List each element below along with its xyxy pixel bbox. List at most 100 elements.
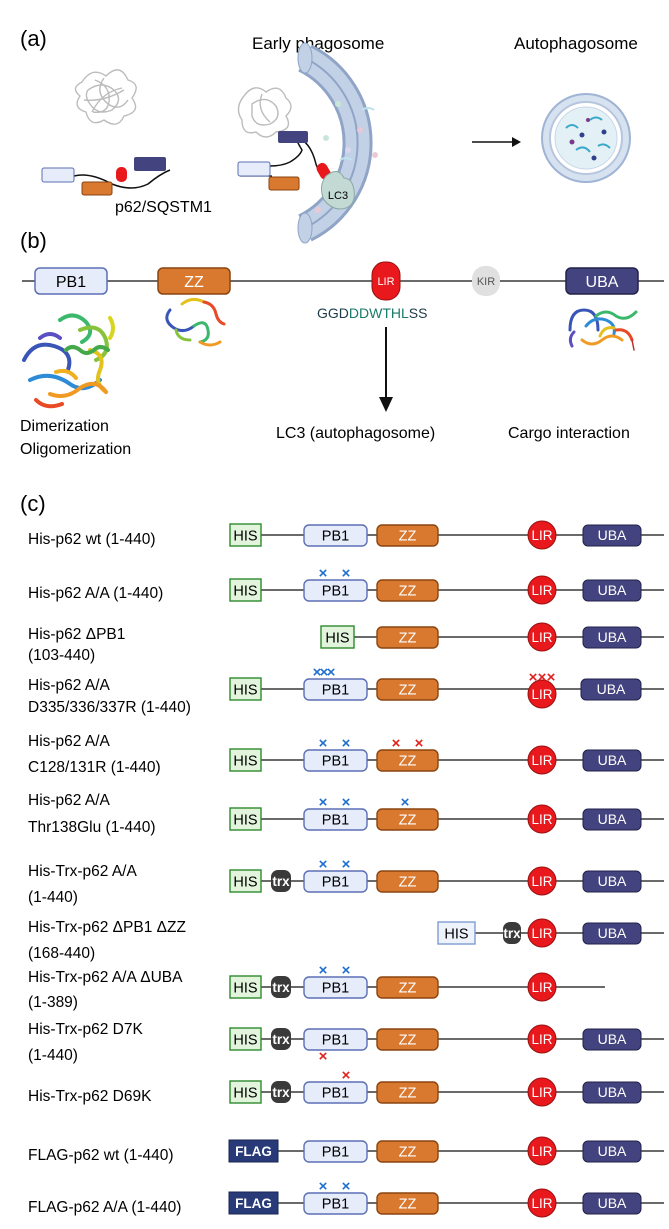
pb1-label: PB1 — [322, 1086, 349, 1102]
zz-domain — [376, 626, 439, 649]
construct-label: (1-440) — [28, 889, 78, 906]
mutation-mark-icon: × — [392, 735, 401, 752]
lir-motif — [527, 622, 557, 652]
zz-label: ZZ — [399, 813, 417, 829]
lir-label: LIR — [531, 630, 552, 645]
pb1-label: PB1 — [56, 274, 86, 291]
lir-motif — [527, 972, 557, 1002]
zz-domain — [376, 749, 439, 772]
his-tag-label: HIS — [233, 1086, 257, 1102]
zz-structure-image — [165, 297, 226, 347]
construct-label: (1-389) — [28, 994, 78, 1011]
construct-label: His-p62 A/A — [28, 733, 111, 750]
uba-domain — [582, 626, 642, 649]
lc3-label: LC3 — [328, 190, 348, 202]
construct-label: His-Trx-p62 A/A — [28, 863, 137, 880]
his-tag-label: HIS — [233, 584, 257, 600]
lir-motif — [527, 1188, 557, 1218]
construct-label: His-Trx-p62 A/A ΔUBA — [28, 969, 183, 986]
mutation-mark-icon: × — [313, 664, 322, 681]
mutation-mark-icon: × — [319, 565, 328, 582]
zz-label: ZZ — [399, 754, 417, 770]
zz-domain — [376, 1081, 439, 1104]
his-tag — [229, 975, 262, 999]
uba-domain — [582, 579, 642, 602]
his-tag — [437, 921, 476, 945]
pb1-domain — [303, 808, 368, 831]
mutation-mark-icon: × — [319, 856, 328, 873]
lir-label: LIR — [377, 276, 394, 288]
lir-motif — [527, 520, 557, 550]
pb1-label: PB1 — [322, 875, 349, 891]
his-tag-label: HIS — [325, 631, 349, 647]
his-tag — [229, 677, 262, 701]
uba-label: UBA — [598, 873, 627, 889]
uba-label: UBA — [598, 1031, 627, 1047]
mutation-mark-icon: × — [547, 669, 556, 686]
uba-domain — [582, 524, 642, 547]
uba-label: UBA — [598, 527, 627, 543]
p62-schematic: p62/SQSTM1 — [41, 157, 212, 216]
panel-a: (a) Early phagosome Autophagosome p62/SQ… — [20, 26, 638, 244]
lir-domain — [371, 261, 401, 301]
pb1-label: PB1 — [322, 529, 349, 545]
pb1-label: PB1 — [322, 584, 349, 600]
zz-label: ZZ — [399, 631, 417, 647]
arrow-down-icon — [379, 397, 393, 412]
construct-label: His-Trx-p62 D69K — [28, 1088, 152, 1105]
uba-domain — [565, 267, 639, 295]
uba-label: UBA — [586, 274, 619, 291]
trx-tag-label: trx — [503, 926, 521, 941]
zz-label: ZZ — [399, 1086, 417, 1102]
lir-motif — [527, 1024, 557, 1054]
pb1-label: PB1 — [322, 1197, 349, 1213]
pb1-structure-image — [22, 313, 115, 409]
zz-label: ZZ — [399, 1033, 417, 1049]
uba-domain — [582, 1028, 642, 1051]
mutation-mark-icon: × — [319, 962, 328, 979]
mutation-mark-icon: × — [327, 664, 336, 681]
uba-label: UBA — [598, 925, 627, 941]
lir-motif — [527, 1136, 557, 1166]
pb1-domain — [303, 579, 368, 602]
panel-c-letter: (c) — [20, 491, 46, 516]
zz-domain-shape — [81, 181, 113, 196]
pb1-domain — [303, 678, 368, 701]
mutation-mark-icon: × — [319, 1048, 328, 1065]
lir-label: LIR — [531, 753, 552, 768]
zz-label: ZZ — [399, 1145, 417, 1161]
lir-label: LIR — [531, 980, 552, 995]
pb1-label: PB1 — [322, 813, 349, 829]
mutation-mark-icon: × — [320, 664, 329, 681]
panel-b: (b) PB1 ZZ LIR KIR UBA GGDDDWTHLSS — [20, 228, 664, 458]
cargo-aggregate-icon — [74, 69, 137, 125]
zz-domain — [376, 579, 439, 602]
lir-motif — [527, 1077, 557, 1107]
construct-label: His-p62 wt (1-440) — [28, 531, 156, 548]
mutation-mark-icon: × — [342, 565, 351, 582]
mutation-mark-icon: × — [538, 669, 547, 686]
lir-label: LIR — [531, 1032, 552, 1047]
lir-label: LIR — [531, 687, 552, 702]
trx-tag — [271, 1028, 291, 1050]
his-tag-label: HIS — [444, 927, 468, 943]
p62-bound-schematic: LC3 — [237, 131, 355, 210]
early-phagosome-title: Early phagosome — [252, 34, 384, 53]
his-tag-label: HIS — [233, 683, 257, 699]
construct-label: FLAG-p62 A/A (1-440) — [28, 1199, 181, 1216]
mutation-mark-icon: × — [342, 1178, 351, 1195]
construct-label: (168-440) — [28, 945, 95, 962]
p62-label: p62/SQSTM1 — [115, 199, 212, 216]
trx-tag-label: trx — [272, 1032, 290, 1047]
construct-label: His-Trx-p62 D7K — [28, 1021, 143, 1038]
construct-label: (1-440) — [28, 1047, 78, 1064]
uba-label: UBA — [598, 811, 627, 827]
